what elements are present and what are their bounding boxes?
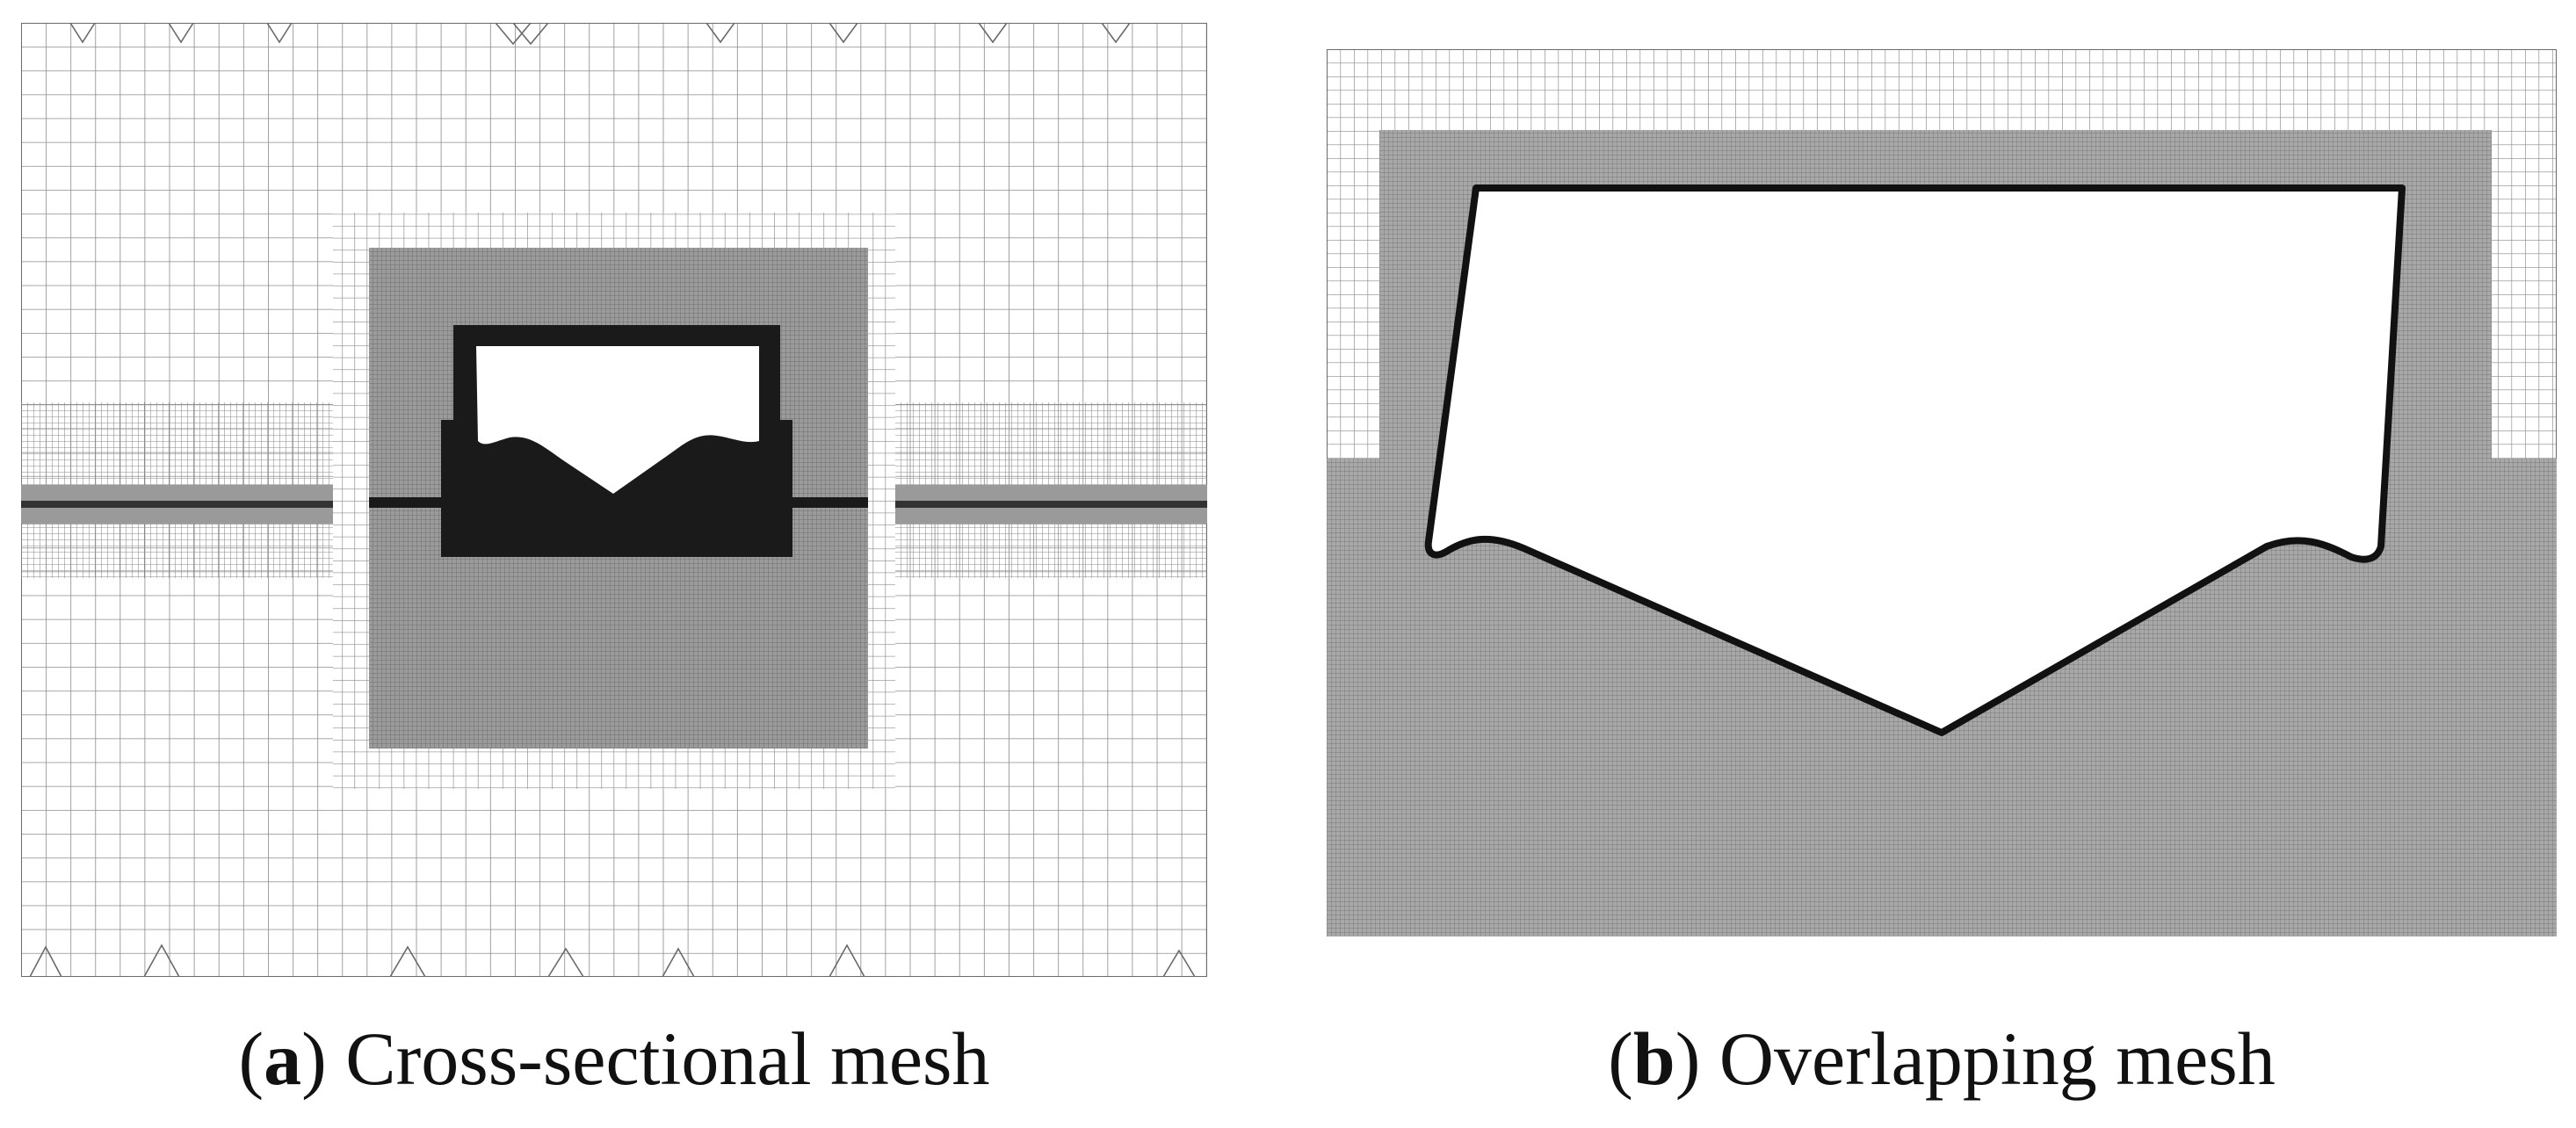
- top-edge-triangles: [69, 23, 1131, 46]
- caption-b-text: Overlapping mesh: [1719, 1016, 2276, 1101]
- bottom-edge-triangles: [29, 944, 1196, 977]
- cross-sectional-mesh-figure: [21, 23, 1207, 977]
- overlapping-mesh-figure: [1327, 49, 2557, 936]
- panel-b-overlapping-mesh: [1327, 49, 2557, 936]
- caption-a: (a) Cross-sectional mesh: [238, 1016, 990, 1101]
- hull-body: [441, 325, 792, 557]
- caption-a-letter: a: [264, 1016, 302, 1101]
- caption-b-letter: b: [1632, 1016, 1675, 1101]
- hull-section-outline: [1424, 184, 2406, 736]
- caption-b: (b) Overlapping mesh: [1608, 1016, 2276, 1101]
- panel-a-cross-sectional-mesh: [21, 23, 1207, 977]
- caption-a-text: Cross-sectional mesh: [345, 1016, 990, 1101]
